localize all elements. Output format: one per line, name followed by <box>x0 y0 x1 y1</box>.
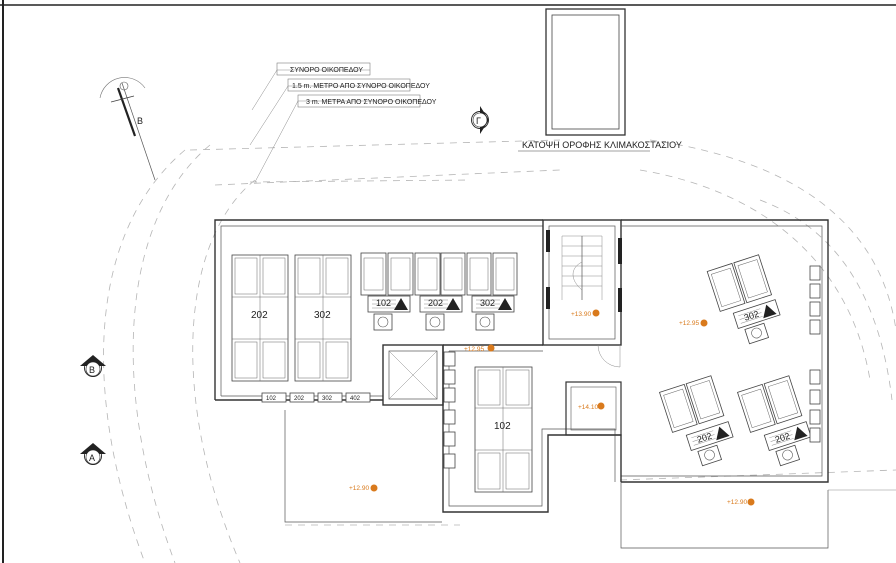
setback-dashed-lines <box>103 139 896 563</box>
heater-102: 102 <box>367 295 411 331</box>
level-stair-block: +14.10 <box>578 402 605 411</box>
building-walls <box>214 219 896 549</box>
svg-text:+12.95: +12.95 <box>679 320 699 327</box>
solar-array-102: 102 <box>474 366 533 493</box>
heater-202-right-a-label: 202 <box>696 431 713 445</box>
stair-roof-title: ΚΑΤΟΨΗ ΟΡΟΦΗΣ ΚΛΙΜΑΚΟΣΤΑΣΙΟΥ <box>522 140 682 150</box>
heater-302-top-label: 302 <box>480 298 495 308</box>
heater-302-right: 302 <box>732 299 781 345</box>
section-marker-beta: Β <box>80 355 106 377</box>
meter-402: 402 <box>350 396 361 402</box>
heater-202-right-b-label: 202 <box>774 431 791 445</box>
pump-column-right <box>809 265 821 443</box>
collector-row-top <box>360 252 518 296</box>
pump-column-center <box>443 351 456 469</box>
solar-array-202: 202 <box>231 254 289 382</box>
heater-202-right-b: 202 <box>763 421 812 467</box>
heater-202-right-a: 202 <box>685 421 734 467</box>
level-right-top: +12.95 <box>679 319 708 327</box>
heater-302-top: 302 <box>471 295 515 331</box>
collector-pair-right-bottom-a <box>659 375 725 433</box>
meter-row: 102 202 302 402 <box>261 392 371 403</box>
level-bottom-left: +12.90 <box>349 484 378 492</box>
section-marker-gamma: Γ <box>471 106 489 134</box>
svg-text:Β: Β <box>89 365 95 375</box>
stair-roof-plan: ΚΑΤΟΨΗ ΟΡΟΦΗΣ ΚΛΙΜΑΚΟΣΤΑΣΙΟΥ <box>518 8 682 152</box>
level-center-top: +12.95 <box>464 344 495 353</box>
collector-pair-right-top <box>706 254 773 312</box>
level-bottom-right: +12.90 <box>727 498 755 506</box>
svg-text:+12.95: +12.95 <box>464 346 484 353</box>
solar-array-202-label: 202 <box>251 310 268 321</box>
stair-flights <box>561 235 603 300</box>
svg-text:+12.90: +12.90 <box>727 499 747 506</box>
solar-array-302-label: 302 <box>314 310 331 321</box>
svg-text:Α: Α <box>89 453 95 463</box>
section-marker-alpha: Α <box>80 443 106 465</box>
meter-202: 202 <box>294 396 305 402</box>
north-arrow: Β <box>99 77 156 181</box>
meter-302: 302 <box>322 396 333 402</box>
legend-offset-3: 3 m. ΜΕΤΡΑ ΑΠΟ ΣΥΝΟΡΟ ΟΙΚΟΠΕΔΟΥ <box>306 99 437 106</box>
solar-array-102-label: 102 <box>494 421 511 432</box>
svg-text:Γ: Γ <box>476 116 481 126</box>
north-label: Β <box>137 116 143 126</box>
heater-302-right-label: 302 <box>743 309 760 323</box>
heater-202-top-label: 202 <box>428 298 443 308</box>
svg-text:+12.90: +12.90 <box>349 485 369 492</box>
legend: ΣΥΝΟΡΟ ΟΙΚΟΠΕΔΟΥ 1.5 m. ΜΕΤΡΟ ΑΠΟ ΣΥΝΟΡΟ… <box>276 62 437 108</box>
solar-array-302: 302 <box>294 254 352 382</box>
heater-202-top: 202 <box>419 295 463 331</box>
legend-offset-1-5: 1.5 m. ΜΕΤΡΟ ΑΠΟ ΣΥΝΟΡΟ ΟΙΚΟΠΕΔΟΥ <box>292 83 430 90</box>
heater-102-label: 102 <box>376 298 391 308</box>
legend-leaders <box>249 69 420 183</box>
svg-text:+14.10: +14.10 <box>578 404 598 411</box>
meter-102: 102 <box>266 396 277 402</box>
collector-pair-right-bottom-b <box>737 375 803 433</box>
level-stair-landing: +13.90 <box>571 309 600 318</box>
svg-text:+13.90: +13.90 <box>571 311 591 318</box>
legend-boundary: ΣΥΝΟΡΟ ΟΙΚΟΠΕΔΟΥ <box>290 67 363 74</box>
